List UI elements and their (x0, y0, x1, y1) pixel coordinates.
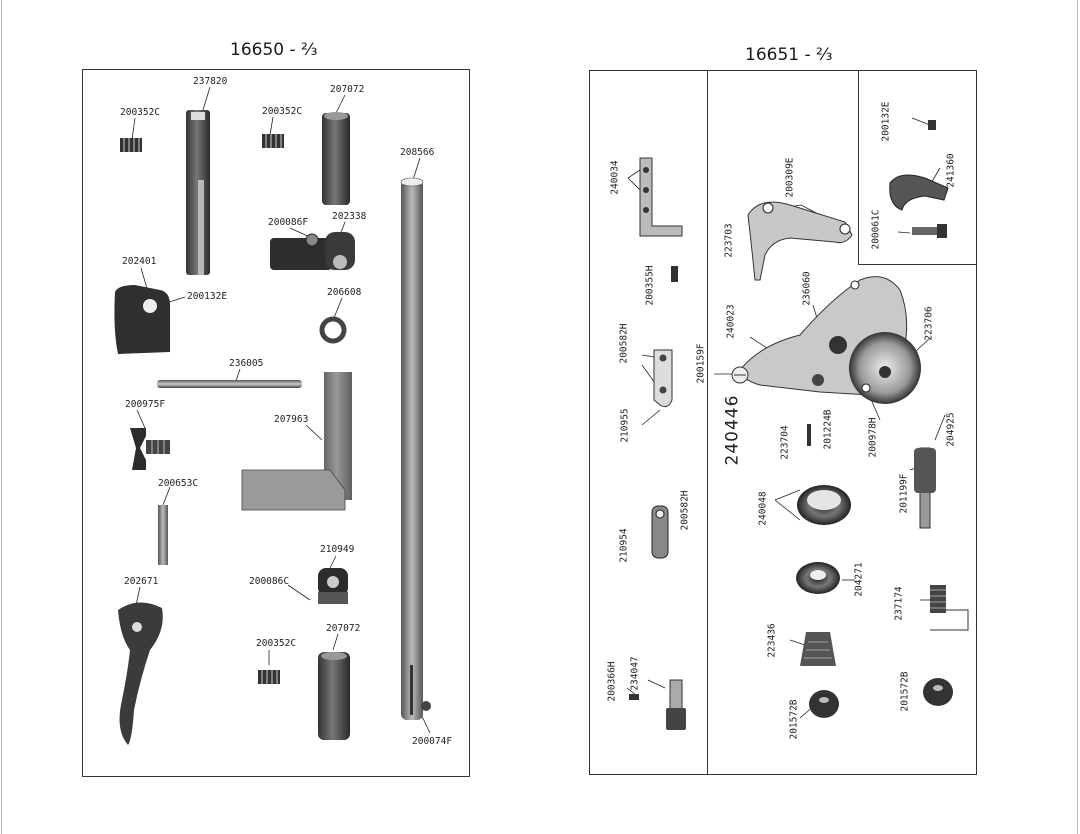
label-240034: 240034 (609, 160, 621, 195)
label-200132e-right: 200132E (880, 101, 892, 142)
right-plate-frame (589, 70, 977, 775)
label-200978h: 200978H (867, 417, 879, 458)
label-240023: 240023 (725, 304, 737, 339)
label-201572b-b: 201572B (899, 671, 911, 712)
right-plate-title: 16651 - ⅔ (745, 45, 833, 65)
label-210954: 210954 (618, 528, 630, 563)
label-207963: 207963 (274, 414, 309, 425)
label-200309e: 200309E (784, 157, 796, 198)
label-200653c: 200653C (158, 478, 199, 489)
label-200086c: 200086C (249, 576, 290, 587)
label-202401: 202401 (122, 256, 157, 267)
label-200582h-a: 200582H (618, 323, 630, 364)
page-edge-right (1077, 0, 1078, 834)
label-200074f: 200074F (412, 736, 453, 747)
label-210949: 210949 (320, 544, 355, 555)
label-236060: 236060 (801, 271, 813, 306)
label-200061c: 200061C (870, 209, 882, 250)
left-plate-title: 16650 - ⅔ (230, 40, 318, 60)
label-204271: 204271 (853, 562, 865, 597)
label-200582h-b: 200582H (679, 490, 691, 531)
label-200086f: 200086F (268, 217, 309, 228)
label-237820: 237820 (193, 76, 228, 87)
assembly-number: 240446 (722, 394, 743, 466)
label-200352c-a: 200352C (120, 107, 161, 118)
left-plate-frame (82, 69, 470, 777)
label-202671: 202671 (124, 576, 159, 587)
label-223703: 223703 (723, 223, 735, 258)
label-200352c-c: 200352C (256, 638, 297, 649)
label-206608: 206608 (327, 287, 362, 298)
label-207072-b: 207072 (326, 623, 361, 634)
label-236005: 236005 (229, 358, 264, 369)
label-234047: 234047 (629, 656, 641, 691)
label-208566: 208566 (400, 147, 435, 158)
label-237174: 237174 (893, 586, 905, 621)
label-200366h: 200366H (606, 661, 618, 702)
label-200352c-b: 200352C (262, 106, 303, 117)
label-201199f: 201199F (898, 473, 910, 514)
label-200975f: 200975F (125, 399, 166, 410)
right-plate-divider (707, 70, 708, 775)
label-223706: 223706 (923, 306, 935, 341)
label-210955: 210955 (619, 408, 631, 443)
label-202338: 202338 (332, 211, 367, 222)
label-207072-a: 207072 (330, 84, 365, 95)
label-223436: 223436 (766, 623, 778, 658)
label-201572b-a: 201572B (788, 699, 800, 740)
page-edge-left (1, 0, 2, 834)
label-204925: 204925 (945, 412, 957, 447)
screw-icon (120, 138, 142, 152)
label-240048: 240048 (757, 491, 769, 526)
label-223704: 223704 (779, 425, 791, 460)
label-201224b: 201224B (822, 409, 834, 450)
right-plate-inset-box (858, 70, 977, 265)
label-200159f: 200159F (695, 343, 707, 384)
label-241360: 241360 (945, 153, 957, 188)
label-200355h: 200355H (644, 265, 656, 306)
label-200132e: 200132E (187, 291, 228, 302)
